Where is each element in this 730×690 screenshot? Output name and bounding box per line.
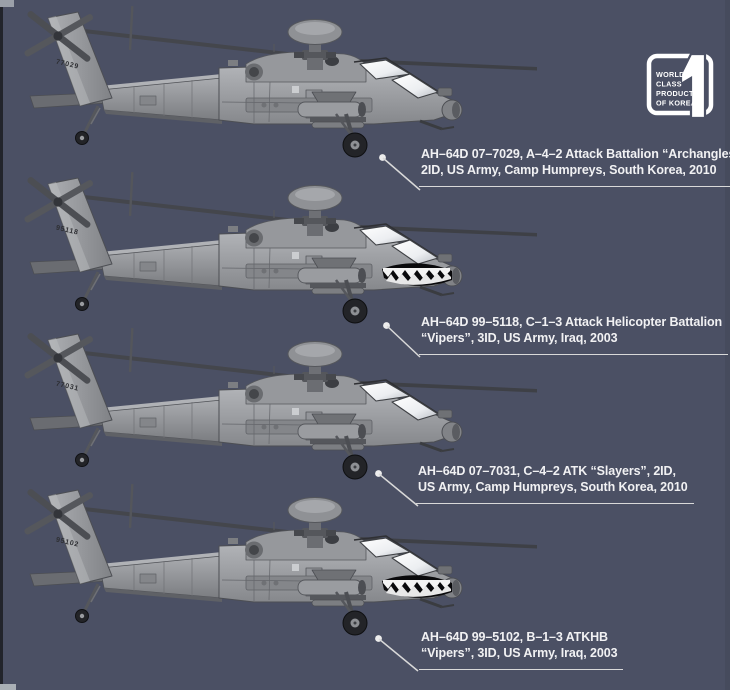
- caption-scheme-1: AH–64D 07–7029, A–4–2 Attack Battalion “…: [419, 146, 730, 187]
- caption-line-1: AH–64D 99–5102, B–1–3 ATKHB: [421, 630, 608, 644]
- leader-line-4: [375, 635, 419, 672]
- numeral-1-icon: [679, 52, 707, 120]
- leader-line-1: [379, 154, 421, 191]
- page-edge-right: [725, 0, 730, 690]
- helicopter-profile-1: 77029: [21, 3, 539, 160]
- caption-line-1: AH–64D 99–5118, C–1–3 Attack Helicopter …: [421, 315, 723, 329]
- caption-line-2: 2ID, US Army, Camp Humpreys, South Korea…: [421, 163, 717, 177]
- caption-scheme-2: AH–64D 99–5118, C–1–3 Attack Helicopter …: [419, 314, 729, 355]
- logo-word-4: OF KOREA: [656, 99, 696, 108]
- caption-scheme-3: AH–64D 07–7031, C–4–2 ATK “Slayers”, 2ID…: [416, 463, 694, 504]
- caption-line-2: “Vipers”, 3ID, US Army, Iraq, 2003: [421, 331, 618, 345]
- logo-word-3: PRODUCT: [656, 89, 694, 98]
- caption-line-2: “Vipers”, 3ID, US Army, Iraq, 2003: [421, 646, 618, 660]
- world-class-product-of-korea-logo: WORLD CLASS PRODUCT OF KOREA: [646, 52, 714, 120]
- scan-corner-top-left: [0, 0, 14, 7]
- caption-line-1: AH–64D 07–7029, A–4–2 Attack Battalion “…: [421, 147, 730, 161]
- scan-corner-bottom-left: [0, 684, 16, 690]
- leader-line-2: [383, 322, 421, 358]
- page-edge-left: [0, 0, 3, 690]
- caption-line-1: AH–64D 07–7031, C–4–2 ATK “Slayers”, 2ID…: [418, 464, 676, 478]
- caption-line-2: US Army, Camp Humpreys, South Korea, 201…: [418, 480, 688, 494]
- helicopter-profile-4: 95102: [21, 481, 539, 637]
- logo-word-1: WORLD: [656, 70, 685, 79]
- leader-line-3: [375, 470, 419, 507]
- logo-word-2: CLASS: [656, 80, 682, 89]
- helicopter-profile-2: 95118: [21, 169, 539, 325]
- helicopter-profile-3: 77031: [21, 325, 539, 481]
- caption-scheme-4: AH–64D 99–5102, B–1–3 ATKHB “Vipers”, 3I…: [419, 629, 624, 670]
